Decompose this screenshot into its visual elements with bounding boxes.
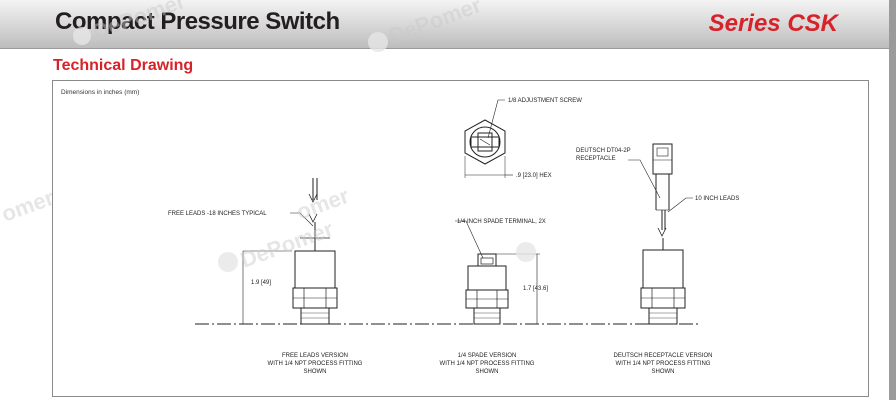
top-hex-view: [464, 99, 513, 178]
deutsch-switch: [628, 143, 693, 325]
free-leads-leader: [290, 212, 314, 227]
label-ten-inch-leads: 10 INCH LEADS: [695, 196, 739, 202]
watermark-group: DePomer DePomer DePomer omer omer: [0, 0, 536, 273]
series-title: Series CSK: [708, 10, 838, 37]
drawing-panel: [52, 80, 869, 397]
label-spade-terminal: 1/4 INCH SPADE TERMINAL, 2X: [457, 219, 546, 225]
page-title: Compact Pressure Switch: [55, 8, 340, 35]
watermark-text: DePomer: [89, 0, 189, 45]
watermark-text: omer: [0, 185, 58, 227]
caption-deutsch-2: WITH 1/4 NPT PROCESS FITTING: [616, 361, 711, 367]
page-edge-shadow: [889, 0, 896, 400]
label-dim-left: 1.9 [49]: [251, 280, 271, 286]
watermark-logo-icon: [218, 252, 238, 272]
spade-leader: [455, 220, 484, 259]
label-free-leads-typical: FREE LEADS -18 INCHES TYPICAL: [168, 211, 267, 217]
caption-spade-1: 1/4 SPADE VERSION: [458, 353, 517, 359]
caption-spade-2: WITH 1/4 NPT PROCESS FITTING: [440, 361, 535, 367]
watermark-logo-icon: [516, 242, 536, 262]
caption-spade-3: SHOWN: [476, 369, 499, 375]
label-deutsch-2: RECEPTACLE: [576, 156, 616, 162]
watermark-text: DePomer: [385, 0, 485, 49]
caption-free-leads-1: FREE LEADS VERSION: [282, 353, 348, 359]
label-deutsch-1: DEUTSCH DT04-2P: [576, 148, 631, 154]
label-dim-mid: 1.7 [43.6]: [523, 286, 548, 292]
watermark-logo-icon: [368, 32, 388, 52]
label-adjustment-screw: 1/8 ADJUSTMENT SCREW: [508, 98, 582, 104]
caption-deutsch-1: DEUTSCH RECEPTACLE VERSION: [614, 353, 713, 359]
label-hex: .9 [23.0] HEX: [516, 173, 552, 179]
caption-deutsch-3: SHOWN: [652, 369, 675, 375]
dimensions-note: Dimensions in inches (mm): [61, 89, 140, 96]
free-leads-switch: [242, 178, 338, 325]
caption-free-leads-3: SHOWN: [304, 369, 327, 375]
header-band: Compact Pressure Switch Series CSK: [0, 0, 896, 49]
caption-free-leads-2: WITH 1/4 NPT PROCESS FITTING: [268, 361, 363, 367]
watermark-logo-icon: [73, 27, 91, 45]
section-heading: Technical Drawing: [53, 57, 194, 74]
